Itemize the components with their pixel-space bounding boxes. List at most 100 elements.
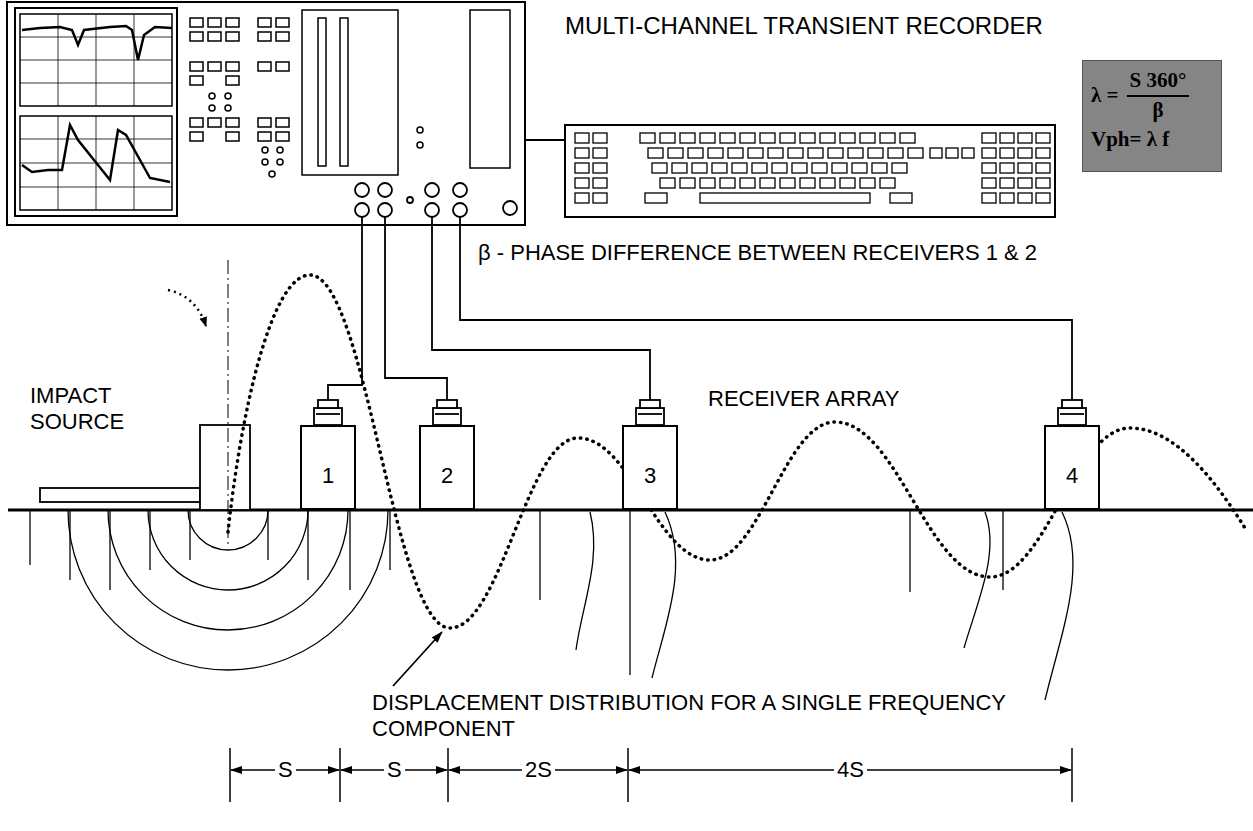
receiver: 2	[419, 425, 475, 510]
key	[740, 133, 755, 143]
key	[680, 133, 695, 143]
key	[800, 178, 815, 188]
led	[417, 127, 423, 133]
key	[760, 178, 775, 188]
formula-text: λ =	[1091, 84, 1119, 107]
source-centerline	[228, 260, 229, 545]
transient-recorder	[7, 2, 525, 225]
key	[748, 148, 763, 158]
key	[982, 163, 996, 173]
dimension: 4S	[834, 757, 867, 783]
receiver-number: 2	[441, 465, 453, 487]
receiver: 3	[622, 425, 678, 510]
note: β - PHASE DIFFERENCE BETWEEN RECEIVERS 1…	[478, 240, 1037, 266]
key	[1036, 193, 1050, 203]
key	[892, 163, 907, 173]
key	[1000, 148, 1014, 158]
keyboard	[565, 125, 1055, 217]
key	[930, 148, 942, 158]
key	[593, 193, 607, 203]
key	[700, 193, 870, 203]
screen	[20, 14, 172, 106]
key	[800, 133, 815, 143]
slider	[340, 18, 348, 166]
key	[1000, 163, 1014, 173]
led	[417, 142, 423, 148]
key	[648, 148, 663, 158]
key	[732, 163, 747, 173]
impact-source	[200, 425, 250, 510]
key	[708, 148, 723, 158]
key	[780, 178, 795, 188]
key	[852, 163, 867, 173]
trace	[22, 26, 172, 60]
trace	[22, 125, 170, 182]
key	[1018, 148, 1032, 158]
key	[575, 148, 589, 158]
key	[788, 148, 803, 158]
part-label: RECEIVER ARRAY	[708, 386, 900, 412]
receiver: 4	[1044, 425, 1100, 510]
keys	[575, 133, 1050, 203]
screen-grid	[20, 14, 172, 210]
key	[888, 148, 903, 158]
key	[900, 133, 915, 143]
fraction-bar	[1127, 95, 1190, 97]
key	[672, 163, 687, 173]
drive-panel	[470, 10, 510, 168]
key	[740, 178, 755, 188]
key	[780, 133, 795, 143]
key	[668, 148, 683, 158]
key	[575, 178, 589, 188]
key	[1018, 133, 1032, 143]
key	[688, 148, 703, 158]
key	[812, 163, 827, 173]
formula-text: Vph= λ f	[1091, 128, 1169, 151]
buttons	[190, 18, 289, 177]
key	[652, 163, 667, 173]
key	[728, 148, 743, 158]
key	[645, 193, 667, 203]
dimension: S	[384, 757, 405, 783]
key	[832, 163, 847, 173]
key	[760, 133, 775, 143]
key	[1036, 133, 1050, 143]
formula-text: S 360°	[1130, 69, 1187, 92]
formula-box: λ =S 360°βVph= λ f	[1082, 60, 1222, 172]
key	[752, 163, 767, 173]
key	[680, 178, 695, 188]
callout-text: DISPLACEMENT DISTRIBUTION FOR A SINGLE F…	[372, 690, 1042, 743]
key	[768, 148, 783, 158]
key	[1000, 193, 1014, 203]
connectors	[355, 183, 517, 217]
wave-fronts	[30, 510, 1073, 700]
key	[880, 133, 895, 143]
device-title: MULTI-CHANNEL TRANSIENT RECORDER	[565, 12, 1043, 41]
key	[593, 148, 607, 158]
key	[700, 178, 715, 188]
key	[593, 178, 607, 188]
recorder-housing	[7, 2, 525, 225]
screen	[20, 116, 172, 210]
receiver-number: 4	[1066, 465, 1078, 487]
key	[868, 148, 883, 158]
key	[700, 133, 715, 143]
key	[575, 133, 589, 143]
key	[828, 148, 843, 158]
key	[860, 133, 875, 143]
dimension: 2S	[522, 757, 555, 783]
key	[840, 133, 855, 143]
key	[692, 163, 707, 173]
key	[860, 178, 875, 188]
key	[720, 133, 735, 143]
slider	[318, 18, 326, 166]
dimension: S	[275, 757, 296, 783]
receiver-number: 3	[644, 465, 656, 487]
key	[808, 148, 823, 158]
key	[1036, 178, 1050, 188]
slider-panel	[302, 10, 398, 175]
receiver: 1	[300, 425, 356, 510]
key	[890, 193, 912, 203]
key	[820, 178, 835, 188]
